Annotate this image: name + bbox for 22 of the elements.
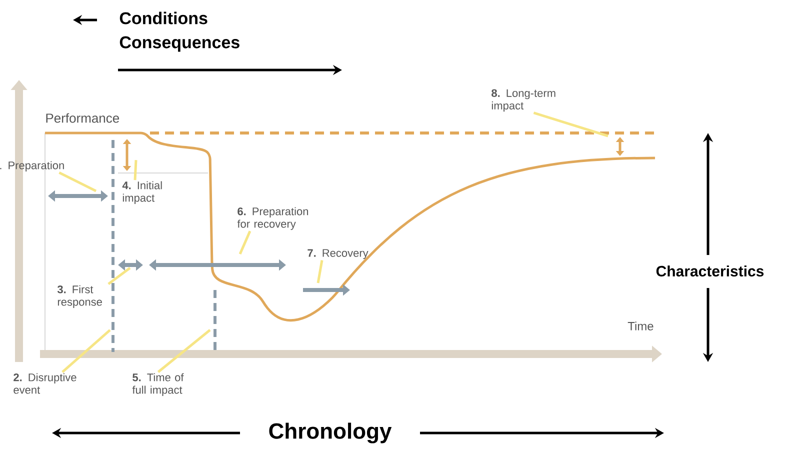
leader-line bbox=[58, 172, 97, 192]
leader-line bbox=[533, 112, 608, 138]
leader-line bbox=[316, 260, 324, 284]
axis-label: Characteristics bbox=[656, 266, 764, 276]
callout-text: 4. Initial impact bbox=[122, 181, 162, 204]
callout-text: 3. First response bbox=[57, 285, 102, 308]
axis-label: Conditions bbox=[120, 12, 208, 24]
leader-line bbox=[238, 230, 252, 254]
axis-label: Performance bbox=[46, 113, 120, 123]
leader-line bbox=[108, 267, 131, 285]
leader-line bbox=[134, 160, 138, 180]
axis-label: Chronology bbox=[269, 422, 392, 444]
callout-text: 7. Recovery bbox=[308, 249, 368, 260]
callout-text: 8. Long-term impact bbox=[492, 89, 556, 112]
axis-label: Consequences bbox=[120, 36, 240, 52]
leader-line bbox=[62, 329, 111, 373]
callout-text: . Preparation bbox=[0, 161, 64, 172]
callout-text: 5. Time of full impact bbox=[132, 373, 184, 396]
callout-text: 2. Disruptive event bbox=[14, 373, 76, 394]
axis-label: Time bbox=[628, 322, 654, 330]
callout-text: 6. Preparation for recovery bbox=[237, 207, 308, 230]
leader-line bbox=[157, 329, 211, 373]
